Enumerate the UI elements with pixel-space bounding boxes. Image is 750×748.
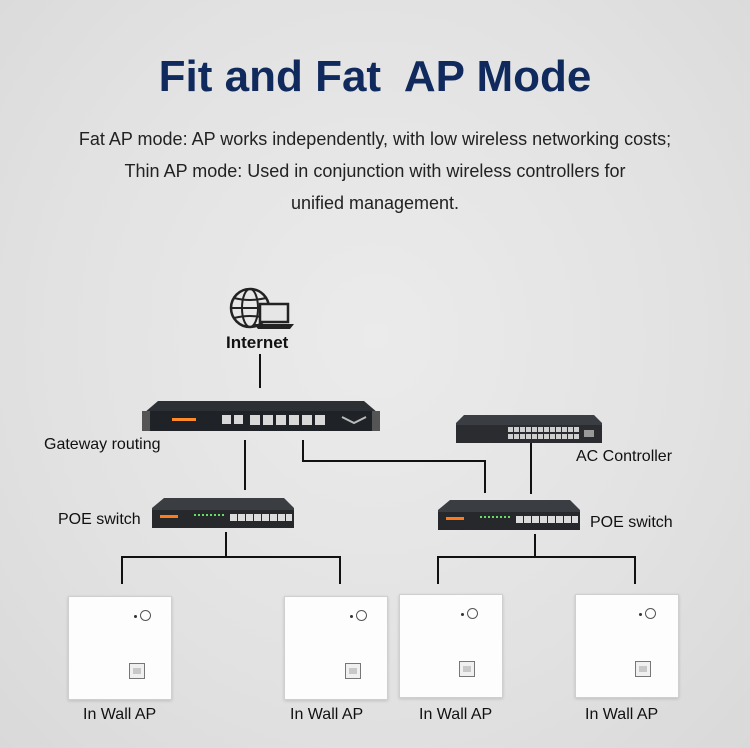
page-title: Fit and Fat AP Mode [158,52,592,101]
laptop-icon [254,302,294,329]
ap-1-label: In Wall AP [83,706,157,723]
link-gateway-poe-right-a [302,440,304,462]
globe-icon [229,287,294,329]
link-poe-left-down [225,532,227,558]
link-ap4 [634,556,636,584]
link-poe-right-bus [437,556,636,558]
ac-controller-device [456,413,602,445]
ap-3-label: In Wall AP [419,706,493,723]
link-gateway-poe-left [244,440,246,490]
ap-2-label: In Wall AP [290,706,364,723]
internet-icon-group [228,284,298,334]
description-line-1: Fat AP mode: AP works independently, wit… [78,129,672,149]
poe-switch-left-device [152,496,294,530]
link-ap2 [339,556,341,584]
link-ac-poe-right [530,442,532,494]
description-line-3: unified management. [290,193,460,213]
link-poe-left-bus [121,556,341,558]
link-gateway-poe-right-b [302,460,486,462]
ap-4-label: In Wall AP [585,706,659,723]
link-gateway-poe-right-c [484,460,486,493]
link-internet-gateway [259,354,261,388]
poe-switch-right-label: POE switch [590,514,673,531]
description-line-2: Thin AP mode: Used in conjunction with w… [124,161,626,181]
link-ap1 [121,556,123,584]
poe-switch-left-label: POE switch [58,511,141,528]
gateway-label: Gateway routing [44,436,161,453]
in-wall-ap-1 [68,596,172,700]
in-wall-ap-2 [284,596,388,700]
link-poe-right-down [534,534,536,558]
link-ap3 [437,556,439,584]
in-wall-ap-4 [575,594,679,698]
ac-controller-label: AC Controller [576,448,673,465]
internet-label: Internet [226,333,289,352]
poe-switch-right-device [438,498,580,532]
in-wall-ap-3 [399,594,503,698]
gateway-router-device [142,397,380,437]
